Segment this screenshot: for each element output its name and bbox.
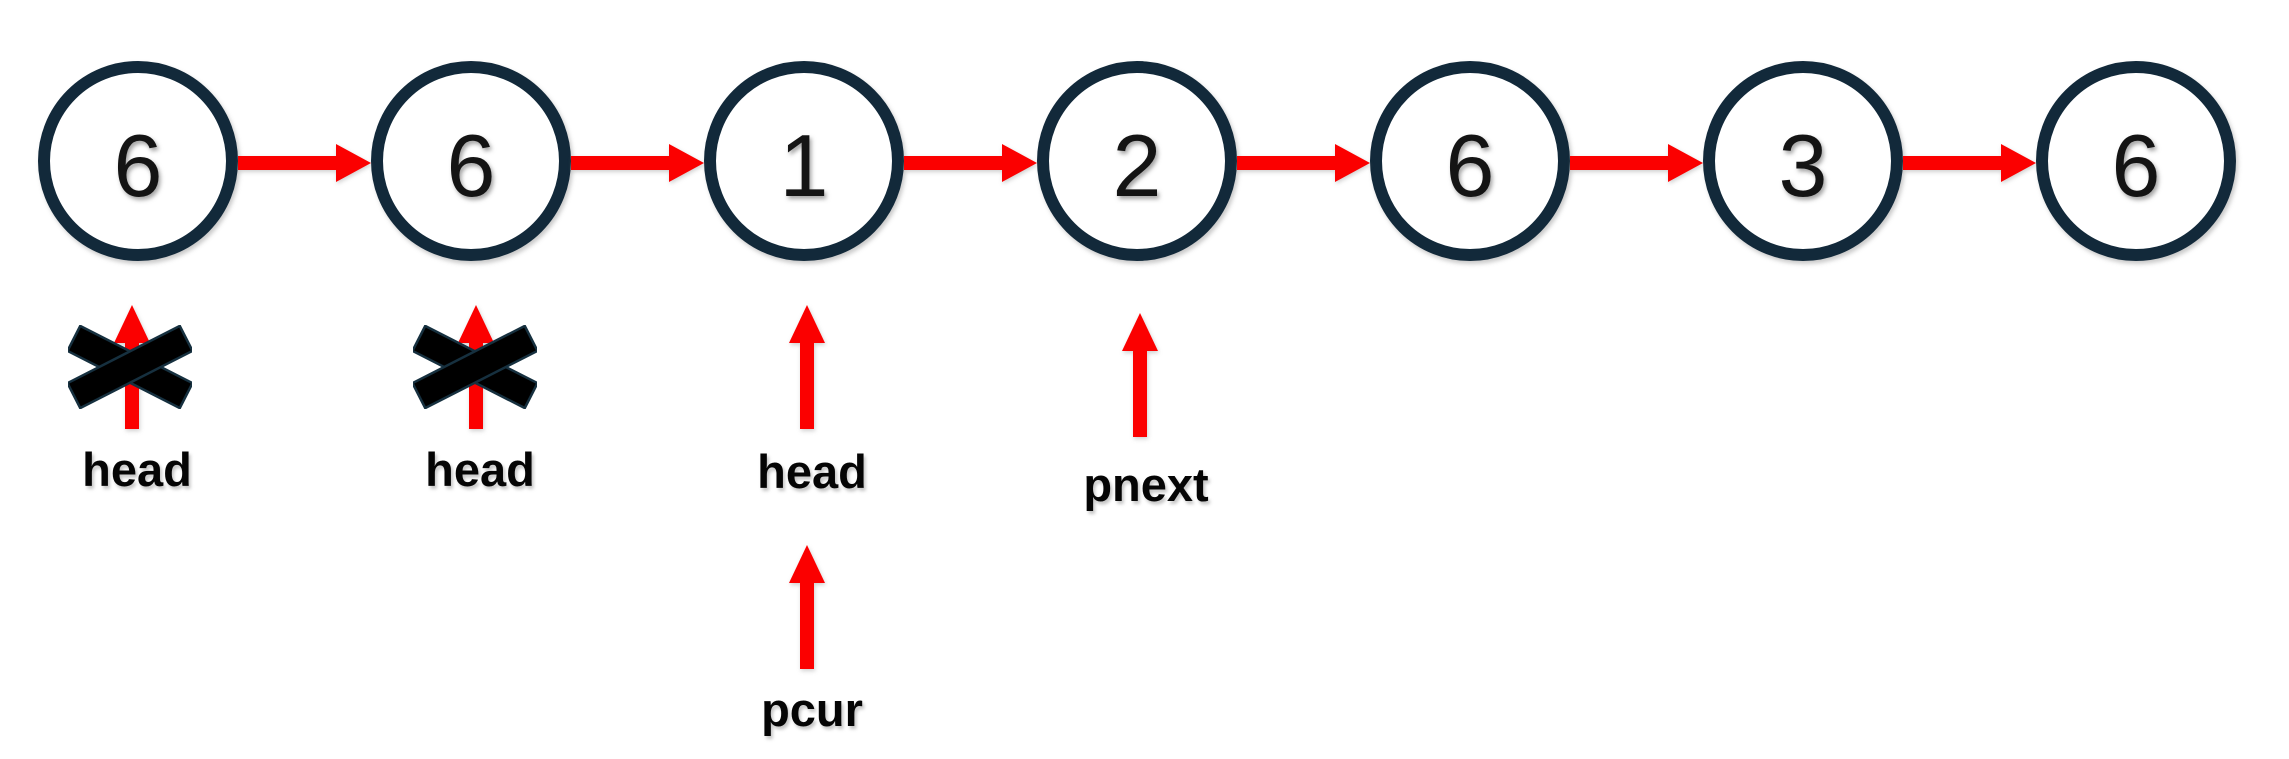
node-value: 6 [446,116,496,215]
node-value: 1 [779,116,829,215]
node-value: 6 [2111,116,2161,215]
arrow-up-icon [789,305,825,429]
arrow-right-icon [238,144,371,182]
arrow-up-icon [1122,313,1158,437]
list-node-6: 6 [2036,61,2236,261]
node-value: 2 [1112,116,1162,215]
cross-out-x-icon [413,325,537,409]
arrow-right-icon [1237,144,1370,182]
pointer-label-pnext: pnext [1083,458,1209,511]
list-node-5: 3 [1703,61,1903,261]
pointer-label-pcur: pcur [761,683,863,736]
list-node-4: 6 [1370,61,1570,261]
arrow-up-icon [789,545,825,669]
arrow-right-icon [571,144,704,182]
arrow-right-icon [904,144,1037,182]
list-node-3: 2 [1037,61,1237,261]
node-value: 6 [1445,116,1495,215]
node-value: 6 [113,116,163,215]
list-node-2: 1 [704,61,904,261]
arrow-right-icon [1903,144,2036,182]
list-node-1: 6 [371,61,571,261]
pointer-label-head: head [757,445,867,498]
pointer-label-old-head-2: head [425,443,535,496]
pointer-label-old-head-1: head [82,443,192,496]
cross-out-x-icon [68,325,192,409]
node-value: 3 [1778,116,1828,215]
arrow-right-icon [1570,144,1703,182]
list-node-0: 6 [38,61,238,261]
